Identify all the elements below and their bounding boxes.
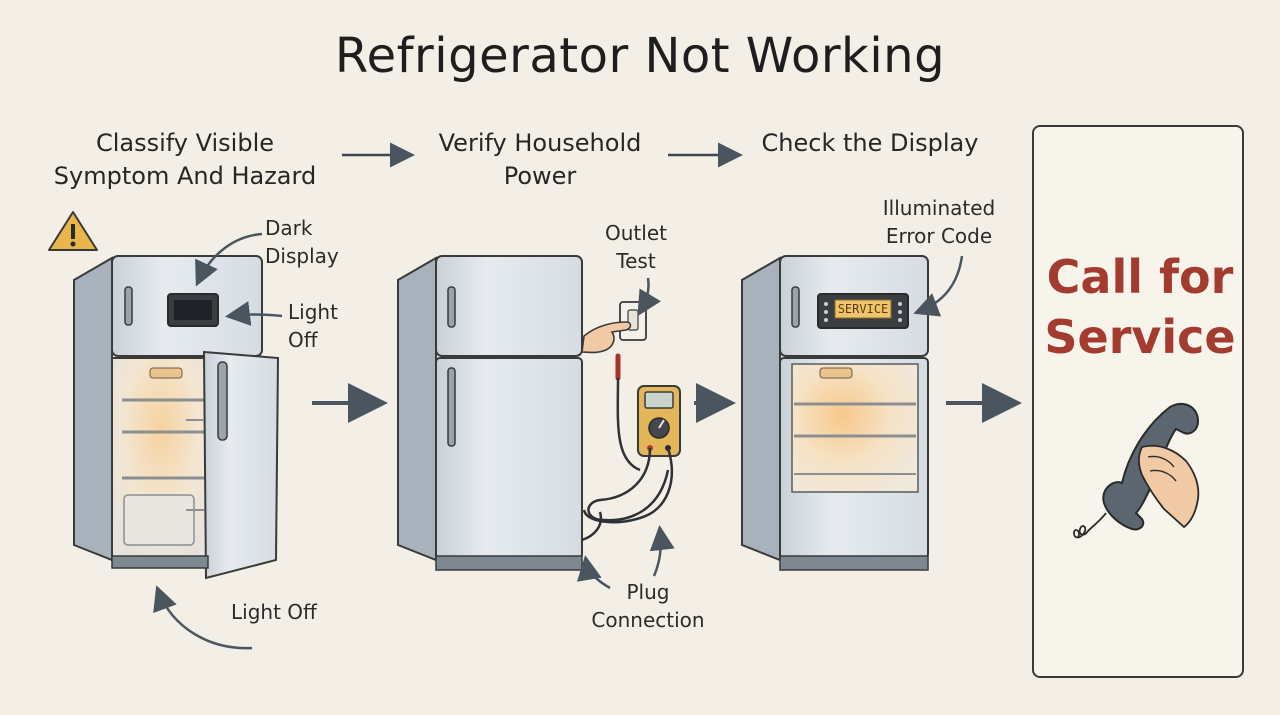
step-1-heading: Classify Visible Symptom And Hazard <box>40 127 330 193</box>
callout-arrow-error-code <box>913 255 964 317</box>
callout-dark-display-line-2: Display <box>265 244 339 268</box>
call-for-service-panel: Call for Service <box>1032 125 1244 678</box>
callout-plug-connection-line-1: Plug <box>626 580 670 604</box>
callout-plug-connection-line-2: Connection <box>591 608 705 632</box>
step-3-heading: Check the Display <box>742 127 998 160</box>
page-title: Refrigerator Not Working <box>334 28 946 84</box>
service-display <box>817 293 909 329</box>
callout-outlet-test-line-2: Test <box>616 249 656 273</box>
step-2-heading: Verify Household Power <box>420 127 660 193</box>
multimeter-icon <box>582 353 681 524</box>
step-3-line-1: Check the Display <box>761 129 979 157</box>
callout-arrow-plug-1 <box>576 555 611 590</box>
callout-illuminated-error: Illuminated Error Code <box>872 194 1006 250</box>
step-2-line-2: Power <box>503 162 577 190</box>
callout-illuminated-error-line-1: Illuminated <box>882 196 996 220</box>
plug-cord <box>581 511 603 542</box>
call-for-service-text: Call for Service <box>1034 247 1246 367</box>
fridge-display-lit <box>741 255 929 571</box>
callout-arrow-light-off-bottom <box>153 585 253 650</box>
callout-plug-connection: Plug Connection <box>580 578 716 634</box>
callout-light-off-top-line-1: Light <box>288 300 338 324</box>
fridge-closed <box>397 255 583 571</box>
callout-arrow-light-off-top <box>225 301 283 326</box>
dark-display <box>167 293 219 327</box>
call-for-service-line-1: Call for <box>1046 250 1234 304</box>
warning-icon <box>48 211 98 251</box>
callout-light-off-bottom: Light Off <box>231 600 317 624</box>
step-2-line-1: Verify Household <box>438 129 642 157</box>
callout-arrow-plug-2 <box>649 525 675 577</box>
phone-icon <box>1073 402 1200 539</box>
service-display-text: SERVICE <box>837 302 889 316</box>
callout-arrow-outlet <box>637 277 662 317</box>
callout-dark-display-line-1: Dark <box>265 216 313 240</box>
callout-outlet-test-line-1: Outlet <box>605 221 667 245</box>
callout-light-off-top: Light Off <box>288 298 338 354</box>
callout-dark-display: Dark Display <box>265 214 339 270</box>
callout-illuminated-error-line-2: Error Code <box>885 224 993 248</box>
callout-arrow-dark-display <box>195 232 263 287</box>
fridge-open-dark <box>73 255 280 580</box>
step-1-line-2: Symptom And Hazard <box>53 162 317 190</box>
step-1-line-1: Classify Visible <box>95 129 275 157</box>
hand-pointing-icon <box>581 321 632 354</box>
callout-light-off-top-line-2: Off <box>288 328 318 352</box>
callout-outlet-test: Outlet Test <box>596 219 676 275</box>
call-for-service-line-2: Service <box>1044 310 1236 364</box>
